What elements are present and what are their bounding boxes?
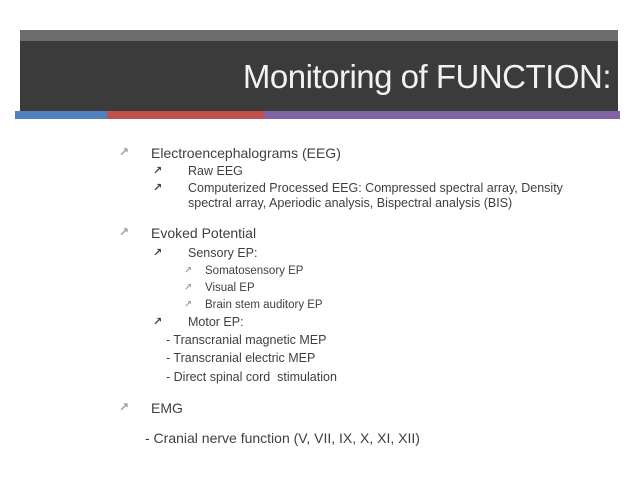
list-item-transcranial-magnetic-mep: - Transcranial magnetic MEP xyxy=(0,333,638,347)
list-item-label: Sensory EP: xyxy=(188,246,258,260)
list-item-eeg: ↗ Electroencephalograms (EEG) xyxy=(0,145,638,161)
list-item-label: Raw EEG xyxy=(188,164,243,178)
arrow-bullet-icon: ↗ xyxy=(184,299,192,310)
arrow-bullet-icon: ↗ xyxy=(153,164,163,177)
list-item-label: Evoked Potential xyxy=(151,225,257,241)
list-item-raw-eeg: ↗ Raw EEG xyxy=(0,164,638,178)
arrow-bullet-icon: ↗ xyxy=(119,145,130,159)
list-item-somatosensory-ep: ↗ Somatosensory EP xyxy=(0,265,638,278)
list-item-visual-ep: ↗ Visual EP xyxy=(0,282,638,295)
list-item-transcranial-electric-mep: - Transcranial electric MEP xyxy=(0,351,638,365)
list-item-evoked-potential: ↗ Evoked Potential xyxy=(0,225,638,241)
arrow-bullet-icon: ↗ xyxy=(119,225,130,239)
slide-header: Monitoring of FUNCTION: xyxy=(20,30,618,111)
list-item-processed-eeg: ↗ Computerized Processed EEG: Compressed… xyxy=(0,181,638,211)
arrow-bullet-icon: ↗ xyxy=(119,400,130,414)
list-item-sensory-ep: ↗ Sensory EP: xyxy=(0,246,638,260)
header-bar: Monitoring of FUNCTION: xyxy=(20,41,618,111)
list-item-label: Brain stem auditory EP xyxy=(205,299,323,311)
list-item-label: Electroencephalograms (EEG) xyxy=(151,145,341,161)
list-item-cranial-nerve-function: - Cranial nerve function (V, VII, IX, X,… xyxy=(0,430,638,446)
accent-segment-blue xyxy=(15,111,107,119)
accent-stripe xyxy=(15,111,620,119)
list-item-motor-ep: ↗ Motor EP: xyxy=(0,315,638,329)
page-title: Monitoring of FUNCTION: xyxy=(242,57,612,95)
list-item-label: - Transcranial magnetic MEP xyxy=(166,333,327,347)
list-item-brainstem-auditory-ep: ↗ Brain stem auditory EP xyxy=(0,299,638,312)
arrow-bullet-icon: ↗ xyxy=(153,181,163,194)
list-item-direct-spinal-cord: - Direct spinal cord stimulation xyxy=(0,370,638,384)
list-item-label: - Direct spinal cord stimulation xyxy=(166,370,337,384)
arrow-bullet-icon: ↗ xyxy=(153,315,163,328)
accent-segment-red xyxy=(107,111,264,119)
list-item-label: Somatosensory EP xyxy=(205,265,304,277)
accent-segment-purple xyxy=(264,111,620,119)
arrow-bullet-icon: ↗ xyxy=(184,265,192,276)
arrow-bullet-icon: ↗ xyxy=(184,282,192,293)
list-item-label: Computerized Processed EEG: Compressed s… xyxy=(188,181,567,210)
arrow-bullet-icon: ↗ xyxy=(153,246,163,259)
list-item-label: - Cranial nerve function (V, VII, IX, X,… xyxy=(145,430,420,446)
list-item-label: - Transcranial electric MEP xyxy=(166,351,316,365)
list-item-label: Visual EP xyxy=(205,282,255,294)
header-top-strip xyxy=(20,30,618,41)
list-item-label: EMG xyxy=(151,400,183,416)
list-item-emg: ↗ EMG xyxy=(0,400,638,416)
list-item-label: Motor EP: xyxy=(188,315,244,329)
